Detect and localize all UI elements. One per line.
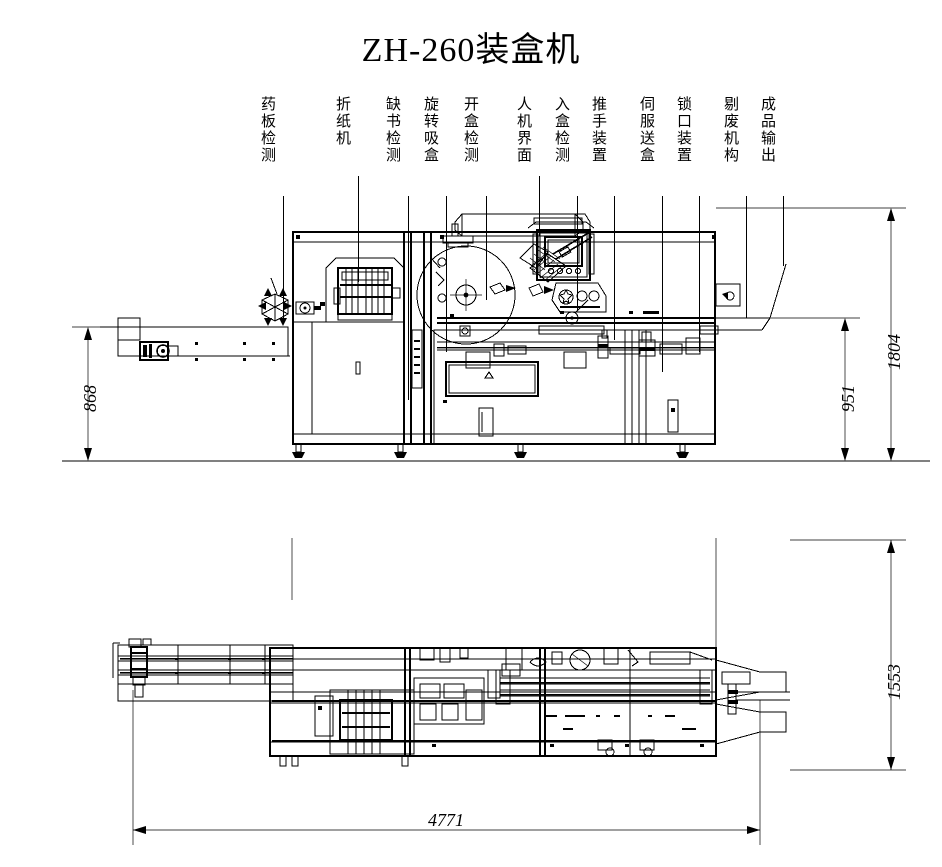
paper-folding-unit (320, 257, 405, 323)
leader-reject-mechanism (746, 196, 747, 318)
infeed-motor (139, 341, 179, 361)
left-cabinet-panel (293, 321, 405, 435)
plan-infeed-conveyor (117, 638, 294, 702)
plan-mid-cluster (413, 663, 521, 725)
top-plan-view (112, 538, 906, 845)
callout-paper-folding-machine: 折纸机 (334, 96, 352, 147)
leader-servo-box-feed (662, 196, 663, 372)
leader-missing-leaflet-detection (408, 196, 409, 400)
outfeed-chute (699, 263, 787, 335)
machine-main-frame (292, 231, 716, 458)
leader-hmi-interface (539, 176, 540, 236)
dim-1553 (790, 539, 906, 771)
leader-finished-product-output (783, 196, 784, 266)
hmi-screen (547, 239, 580, 264)
callout-finished-product-output: 成品输出 (759, 96, 777, 164)
plan-top-equipment (419, 647, 713, 671)
infeed-conveyor (100, 317, 290, 361)
callout-drug-board-detection: 药板检测 (259, 96, 277, 164)
pusher-device-detail (465, 329, 701, 369)
dim-label-1553: 1553 (884, 664, 904, 700)
side-roller (295, 301, 321, 315)
callout-hmi-interface: 人机界面 (515, 96, 533, 164)
leader-drug-board-detection (283, 196, 284, 318)
rotary-suction-disc (416, 245, 516, 345)
leader-rotary-box-suction (446, 196, 447, 352)
dim-1804 (716, 207, 906, 461)
cabinet-window (445, 361, 539, 397)
dim-label-951: 951 (838, 385, 858, 412)
callout-box-insertion-detection: 入盒检测 (553, 96, 571, 164)
dim-label-868: 868 (80, 385, 100, 412)
dim-label-1804: 1804 (884, 334, 904, 370)
leader-pusher-device (614, 196, 615, 340)
leader-box-opening-detection (486, 196, 487, 300)
callout-pusher-device: 推手装置 (590, 96, 608, 164)
plan-chain-rails (432, 669, 713, 747)
overhead-gantry (442, 213, 591, 248)
plan-machine-body (269, 647, 717, 767)
callout-servo-box-feed: 伺服送盒 (638, 96, 656, 164)
hmi-panel (527, 217, 595, 281)
leader-box-insertion-detection (577, 196, 578, 310)
callout-reject-mechanism: 剔废机构 (722, 96, 740, 164)
page-title: ZH-260装盒机 (361, 32, 581, 69)
callout-box-opening-detection: 开盒检测 (462, 96, 480, 164)
leader-lock-mouth-device (699, 196, 700, 352)
front-elevation-view (62, 207, 930, 462)
dim-label-4771: 4771 (428, 810, 464, 830)
machine-feet (292, 443, 689, 458)
callout-missing-leaflet-detection: 缺书检测 (384, 96, 402, 164)
lower-cabinet (411, 329, 716, 445)
transport-rails (437, 311, 715, 351)
carton-magazine-arm (519, 231, 593, 297)
callout-rotary-box-suction: 旋转吸盒 (422, 96, 440, 164)
callout-lock-mouth-device: 锁口装置 (675, 96, 693, 164)
plan-outfeed (715, 659, 790, 745)
sprocket-housing (551, 282, 607, 325)
leader-paper-folding-machine (358, 176, 359, 282)
star-wheel-detection (258, 277, 292, 326)
plan-folding-cluster (314, 689, 415, 755)
